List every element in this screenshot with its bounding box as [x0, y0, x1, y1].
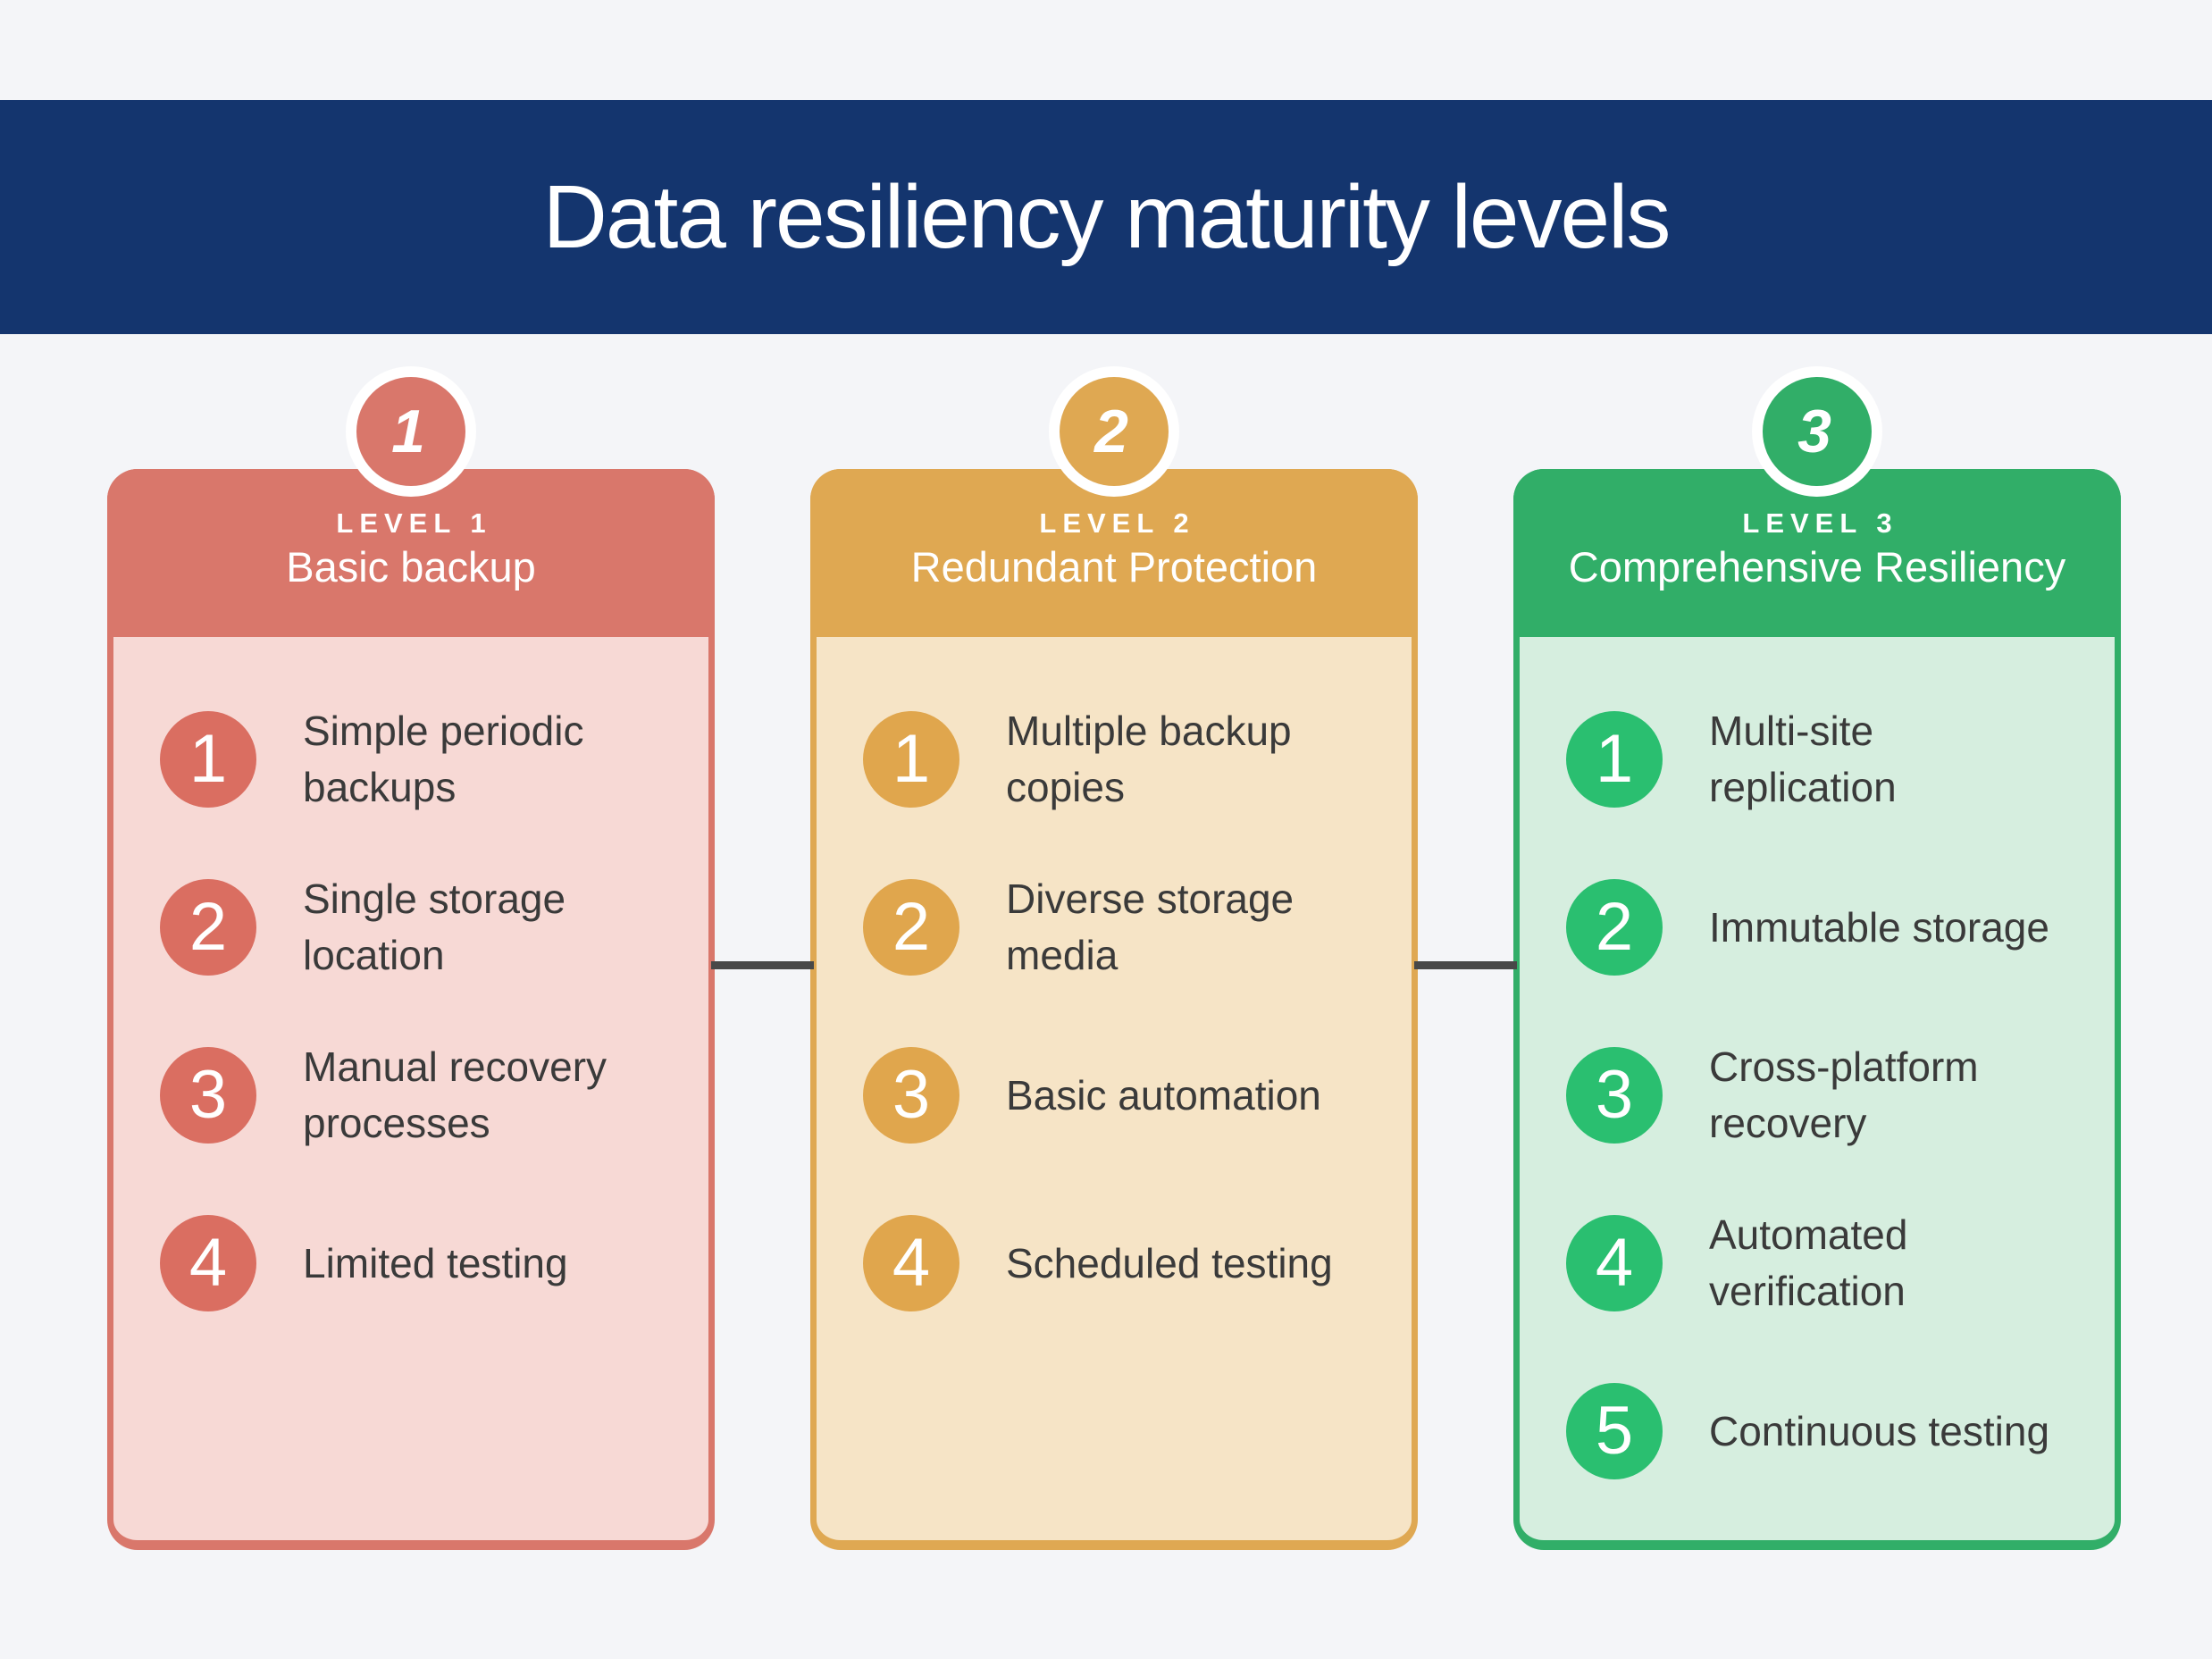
- item-text: Multiple backup copies: [1006, 708, 1292, 810]
- item-text: Diverse storage media: [1006, 876, 1295, 978]
- list-item: 1 Multi-site replication: [1520, 708, 2115, 810]
- item-text: Single storage location: [303, 876, 566, 978]
- item-text: Multi-site replication: [1709, 708, 1897, 810]
- level-3-badge-number: 3: [1797, 398, 1831, 465]
- item-number: 3: [189, 1057, 228, 1133]
- item-number: 4: [1595, 1225, 1634, 1301]
- item-number: 1: [892, 721, 931, 797]
- item-number: 3: [892, 1057, 931, 1133]
- list-item: 2 Single storage location: [113, 876, 708, 978]
- item-text: Limited testing: [303, 1239, 568, 1286]
- item-number: 1: [189, 721, 228, 797]
- item-bullet: 3: [863, 1047, 959, 1144]
- item-bullet: 3: [1566, 1047, 1663, 1144]
- item-bullet: 4: [160, 1215, 256, 1311]
- item-text: Simple periodic backups: [303, 708, 584, 810]
- level-2-title: Redundant Protection: [910, 543, 1318, 591]
- list-item: 4 Scheduled testing: [817, 1215, 1412, 1311]
- level-1-label: LEVEL 1: [336, 507, 492, 539]
- item-text: Automated verification: [1709, 1211, 1908, 1314]
- connector-line-1-2: [711, 961, 814, 969]
- item-bullet: 4: [1566, 1215, 1663, 1311]
- list-item: 3 Basic automation: [817, 1047, 1412, 1144]
- list-item: 1 Multiple backup copies: [817, 708, 1412, 810]
- level-1-badge: 1: [346, 366, 476, 497]
- level-1-badge-number: 1: [391, 398, 425, 465]
- level-1-header: LEVEL 1 Basic backup: [107, 469, 715, 637]
- list-item: 3 Cross-platform recovery: [1520, 1043, 2115, 1146]
- level-2-header: LEVEL 2 Redundant Protection: [810, 469, 1418, 637]
- level-2-badge-circle: 2: [1060, 377, 1169, 486]
- item-text: Basic automation: [1006, 1071, 1321, 1119]
- level-1-card: 1 LEVEL 1 Basic backup 1 Simple periodic…: [107, 366, 715, 1550]
- item-number: 2: [892, 889, 931, 965]
- item-number: 4: [189, 1225, 228, 1301]
- item-number: 5: [1595, 1393, 1634, 1469]
- level-3-badge: 3: [1752, 366, 1882, 497]
- page-title: Data resiliency maturity levels: [542, 166, 1672, 267]
- level-1-item-list: 1 Simple periodic backups 2 Single stora…: [113, 637, 708, 1311]
- level-2-badge-number: 2: [1094, 398, 1128, 465]
- level-3-header: LEVEL 3 Comprehensive Resiliency: [1513, 469, 2121, 637]
- item-text: Manual recovery processes: [303, 1043, 607, 1146]
- item-bullet: 2: [863, 879, 959, 976]
- item-bullet: 3: [160, 1047, 256, 1144]
- level-2-label: LEVEL 2: [1039, 507, 1195, 539]
- level-3-badge-circle: 3: [1763, 377, 1872, 486]
- item-bullet: 1: [863, 711, 959, 808]
- item-bullet: 2: [160, 879, 256, 976]
- item-text: Continuous testing: [1709, 1407, 2050, 1454]
- list-item: 3 Manual recovery processes: [113, 1043, 708, 1146]
- level-2-item-list: 1 Multiple backup copies 2 Diverse stora…: [817, 637, 1412, 1311]
- level-3-card: 3 LEVEL 3 Comprehensive Resiliency 1 Mul…: [1513, 366, 2121, 1550]
- list-item: 4 Limited testing: [113, 1215, 708, 1311]
- title-banner: Data resiliency maturity levels: [0, 100, 2212, 334]
- connector-line-2-3: [1414, 961, 1517, 969]
- list-item: 2 Diverse storage media: [817, 876, 1412, 978]
- item-number: 3: [1595, 1057, 1634, 1133]
- level-2-badge: 2: [1049, 366, 1179, 497]
- item-bullet: 5: [1566, 1383, 1663, 1479]
- item-text: Cross-platform recovery: [1709, 1043, 1979, 1146]
- item-bullet: 2: [1566, 879, 1663, 976]
- level-2-card: 2 LEVEL 2 Redundant Protection 1 Multipl…: [810, 366, 1418, 1550]
- item-bullet: 4: [863, 1215, 959, 1311]
- item-number: 4: [892, 1225, 931, 1301]
- item-number: 2: [1595, 889, 1634, 965]
- item-number: 1: [1595, 721, 1634, 797]
- list-item: 1 Simple periodic backups: [113, 708, 708, 810]
- level-3-item-list: 1 Multi-site replication 2 Immutable sto…: [1520, 637, 2115, 1479]
- list-item: 4 Automated verification: [1520, 1211, 2115, 1314]
- item-bullet: 1: [1566, 711, 1663, 808]
- item-number: 2: [189, 889, 228, 965]
- item-text: Immutable storage: [1709, 903, 2049, 951]
- list-item: 2 Immutable storage: [1520, 879, 2115, 976]
- level-3-title: Comprehensive Resiliency: [1568, 543, 2066, 591]
- item-bullet: 1: [160, 711, 256, 808]
- level-1-badge-circle: 1: [356, 377, 465, 486]
- list-item: 5 Continuous testing: [1520, 1383, 2115, 1479]
- level-3-label: LEVEL 3: [1742, 507, 1898, 539]
- level-1-title: Basic backup: [286, 543, 536, 591]
- item-text: Scheduled testing: [1006, 1239, 1333, 1286]
